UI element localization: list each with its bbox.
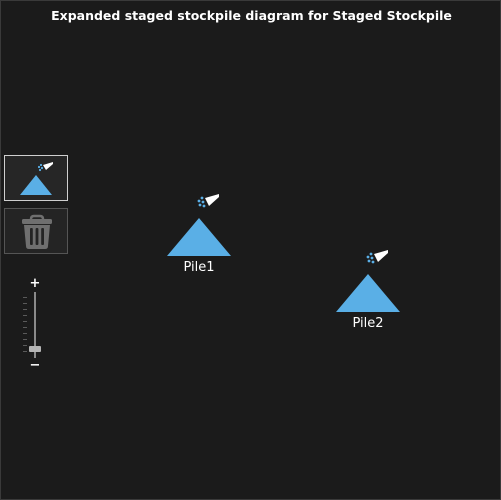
pile-node-1[interactable]: Pile1 bbox=[154, 189, 244, 279]
window-title: Expanded staged stockpile diagram for St… bbox=[51, 8, 452, 23]
zoom-tick bbox=[23, 327, 27, 328]
zoom-tick bbox=[23, 297, 27, 298]
zoom-tick bbox=[23, 321, 27, 322]
zoom-tick bbox=[23, 351, 27, 352]
stockpile-icon bbox=[167, 194, 231, 256]
dispenser-icon bbox=[366, 250, 388, 264]
stockpile-tool-button[interactable] bbox=[4, 155, 68, 201]
dispenser-icon bbox=[37, 162, 53, 172]
zoom-tick bbox=[23, 345, 27, 346]
zoom-tick bbox=[23, 309, 27, 310]
zoom-out-button[interactable]: − bbox=[29, 358, 41, 373]
delete-tool-button[interactable] bbox=[4, 208, 68, 254]
trash-icon bbox=[22, 214, 52, 249]
pile-label: Pile2 bbox=[352, 316, 384, 331]
zoom-thumb[interactable] bbox=[29, 346, 41, 352]
dispenser-icon bbox=[197, 194, 219, 208]
zoom-tick bbox=[23, 339, 27, 340]
zoom-in-button[interactable]: + bbox=[29, 276, 41, 291]
stockpile-icon bbox=[336, 250, 400, 312]
zoom-tick bbox=[23, 303, 27, 304]
stockpile-icon bbox=[20, 162, 53, 195]
zoom-tick bbox=[23, 315, 27, 316]
zoom-tick bbox=[23, 333, 27, 334]
zoom-track[interactable] bbox=[34, 292, 36, 358]
pile-label: Pile1 bbox=[183, 260, 215, 275]
pile-node-2[interactable]: Pile2 bbox=[323, 245, 413, 335]
zoom-slider[interactable]: + − bbox=[23, 276, 47, 373]
